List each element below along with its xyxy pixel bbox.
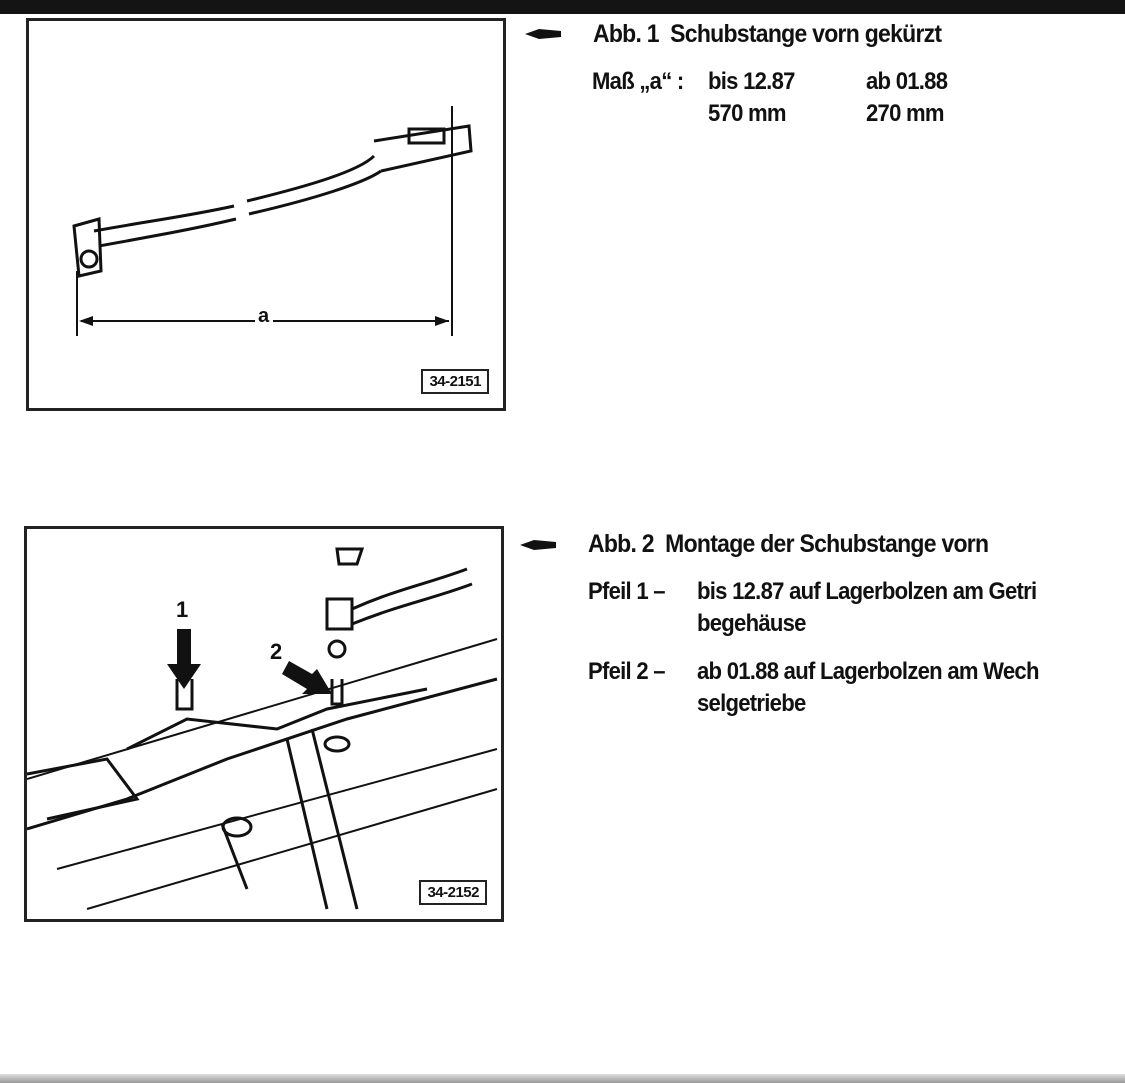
figure-1-title: Schubstange vorn gekürzt [670, 20, 942, 48]
figure-1-caption-title: Abb. 1 Schubstange vorn gekürzt [593, 20, 942, 49]
arrow-1-caption-label: Pfeil 1 – [588, 578, 666, 605]
gearbox-assembly-drawing [27, 547, 498, 910]
arrow-1-label: 1 [176, 597, 189, 622]
mass-col1-head: bis 12.87 [708, 68, 795, 95]
mass-col1-value: 570 mm [708, 100, 787, 127]
figure-2-title: Montage der Schubstange vorn [665, 530, 989, 558]
mass-col2-value: 270 mm [866, 100, 945, 127]
arrow-2-caption-line1: ab 01.88 auf Lagerbolzen am Wech [697, 658, 1039, 685]
mass-label: Maß „a“ : [592, 68, 684, 95]
arrow-1-caption-line2: begehäuse [697, 610, 806, 637]
arrow-2-caption-label: Pfeil 2 – [588, 658, 666, 685]
dimension-a-label: a [258, 305, 270, 327]
bottom-bar [0, 1074, 1125, 1083]
pointer-arrow-icon [525, 29, 561, 39]
push-rod-drawing [72, 106, 473, 336]
arrow-2-label: 2 [270, 639, 283, 664]
figure-2-illustration: 1 2 34-2152 [24, 526, 504, 922]
figure-number: 34-2151 [421, 369, 489, 394]
arrow-1-caption-line1: bis 12.87 auf Lagerbolzen am Getri [697, 578, 1037, 605]
figure-1-abb: Abb. 1 [593, 20, 660, 48]
top-bar [0, 0, 1125, 14]
arrow-2-caption-line2: selgetriebe [697, 690, 806, 717]
figure-1-illustration: a 34-2151 [26, 18, 506, 411]
mass-col2-head: ab 01.88 [866, 68, 948, 95]
figure-number: 34-2152 [419, 880, 487, 905]
figure-2-abb: Abb. 2 [588, 530, 655, 558]
figure-2-caption-title: Abb. 2 Montage der Schubstange vorn [588, 530, 989, 559]
pointer-arrow-icon [520, 540, 556, 550]
